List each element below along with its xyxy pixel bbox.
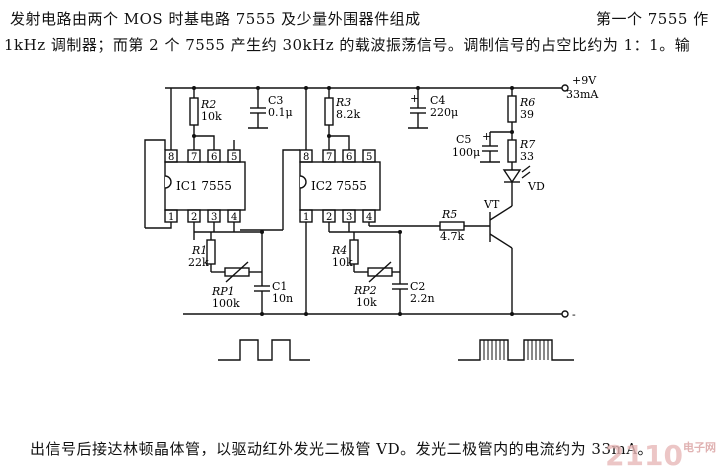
ic1-pin-4: 4 <box>231 212 237 223</box>
ic1-pin-7: 7 <box>191 152 197 163</box>
ic2-pin-6: 6 <box>346 152 352 163</box>
rp1-value: 100k <box>212 297 240 310</box>
c4-plus: + <box>410 92 419 105</box>
ic1-pin-6: 6 <box>211 152 217 163</box>
r1-name: R1 <box>191 244 207 257</box>
ic1-pin-2: 2 <box>191 212 197 223</box>
ic1-pin-1: 1 <box>168 212 174 223</box>
r6-name: R6 <box>519 96 535 109</box>
c5-value: 100μ <box>452 146 480 159</box>
ic1-pin-3: 3 <box>211 212 217 223</box>
ic1-pin-8: 8 <box>168 152 174 163</box>
watermark-logo: 2110电子网 <box>605 439 716 472</box>
supply-voltage-label: +9V <box>572 74 597 87</box>
c5-name: C5 <box>456 133 471 146</box>
ic2-pin-1: 1 <box>303 212 309 223</box>
r3-name: R3 <box>335 96 351 109</box>
c3-name: C3 <box>268 94 283 107</box>
r3-value: 8.2k <box>336 108 360 121</box>
vd-label: VD <box>527 180 545 193</box>
ic2-pin-8: 8 <box>303 152 309 163</box>
ic2-pin-5: 5 <box>366 152 372 163</box>
r7-value: 33 <box>520 150 534 163</box>
rp2-value: 10k <box>356 296 377 309</box>
c5-plus: + <box>482 130 491 143</box>
ic1-pin-5: 5 <box>231 152 237 163</box>
r5-value: 4.7k <box>440 230 464 243</box>
ic1-label: IC1 7555 <box>176 179 232 193</box>
vt-label: VT <box>483 198 500 211</box>
c2-value: 2.2n <box>410 292 435 305</box>
rp1-name: RP1 <box>211 285 235 298</box>
ic2-pin-2: 2 <box>326 212 332 223</box>
r5-name: R5 <box>441 208 457 221</box>
r4-value: 10k <box>332 256 353 269</box>
r6-value: 39 <box>520 108 534 121</box>
rp2-name: RP2 <box>353 284 377 297</box>
c3-value: 0.1μ <box>268 106 293 119</box>
r2-value: 10k <box>201 110 222 123</box>
c1-name: C1 <box>272 280 287 293</box>
paragraph-line-3: 出信号后接达林顿晶体管，以驱动红外发光二极管 VD。发光二极管内的电流约为 33… <box>30 440 654 458</box>
ic2-pin-7: 7 <box>326 152 332 163</box>
ic2-label: IC2 7555 <box>311 179 367 193</box>
paragraph-line-2: 1kHz 调制器；而第 2 个 7555 产生约 30kHz 的载波振荡信号。调… <box>4 36 691 54</box>
ground-label: - <box>572 308 576 321</box>
c1-value: 10n <box>272 292 293 305</box>
r1-value: 22k <box>188 256 209 269</box>
r7-name: R7 <box>519 138 535 151</box>
paragraph-line-1-end: 第一个 7555 作 <box>596 10 709 28</box>
c2-name: C2 <box>410 280 425 293</box>
ic2-pin-3: 3 <box>346 212 352 223</box>
paragraph-line-1: 发射电路由两个 MOS 时基电路 7555 及少量外围器件组成 <box>10 10 421 28</box>
supply-current-label: 33mA <box>566 88 599 101</box>
r2-name: R2 <box>200 98 216 111</box>
r4-name: R4 <box>331 244 347 257</box>
c4-name: C4 <box>430 94 445 107</box>
ic2-pin-4: 4 <box>366 212 372 223</box>
c4-value: 220μ <box>430 106 458 119</box>
